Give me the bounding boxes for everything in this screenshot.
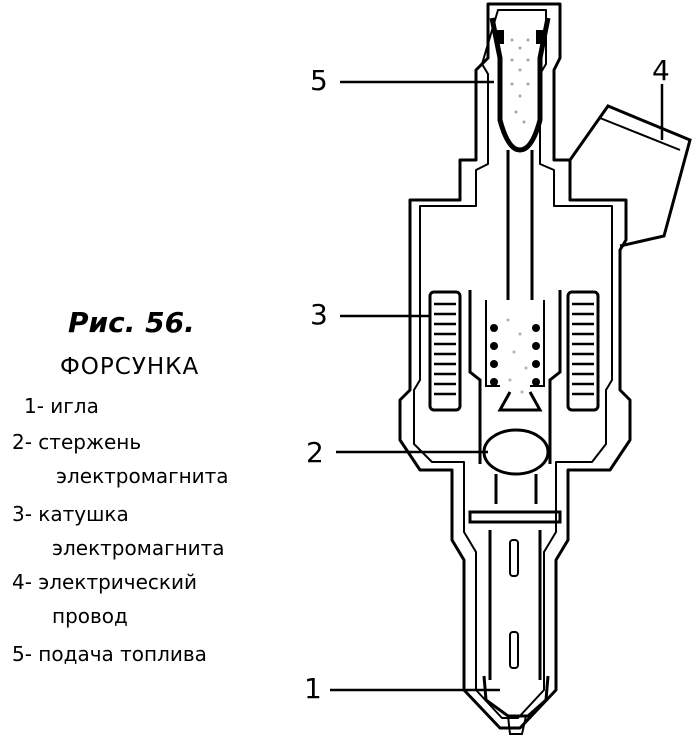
legend-item-4-cont: провод	[52, 604, 128, 628]
solenoid-armature-rod	[482, 391, 550, 504]
fuel-inlet-filter	[489, 17, 551, 153]
callout-4: 4	[652, 54, 670, 87]
legend-item-2: 2- стержень	[12, 430, 142, 454]
figure-title: Рис. 56.	[68, 306, 195, 339]
solenoid-coil-right	[566, 290, 600, 412]
callout-3: 3	[310, 298, 328, 331]
solenoid-coil-left	[428, 290, 462, 412]
legend-item-2-cont: электромагнита	[56, 464, 229, 488]
legend-item-3: 3- катушка	[12, 502, 129, 526]
legend-item-3-cont: электромагнита	[52, 536, 225, 560]
callout-leaders	[330, 80, 664, 692]
callout-1: 1	[304, 672, 322, 705]
needle-guide	[468, 510, 562, 680]
armature-chamber	[468, 290, 562, 464]
spring	[490, 324, 540, 386]
legend-item-4: 4- электрический	[12, 570, 197, 594]
spring-dots	[506, 318, 528, 394]
legend-item-1: 1- игла	[24, 394, 99, 418]
figure-subtitle: ФОРСУНКА	[60, 354, 200, 380]
legend-item-5: 5- подача топлива	[12, 642, 207, 666]
electric-connector	[568, 104, 692, 248]
callout-2: 2	[306, 436, 324, 469]
injector-body-outline	[398, 2, 632, 730]
callout-5: 5	[310, 64, 328, 97]
needle-tip	[482, 675, 550, 735]
filter-mesh	[510, 38, 530, 124]
